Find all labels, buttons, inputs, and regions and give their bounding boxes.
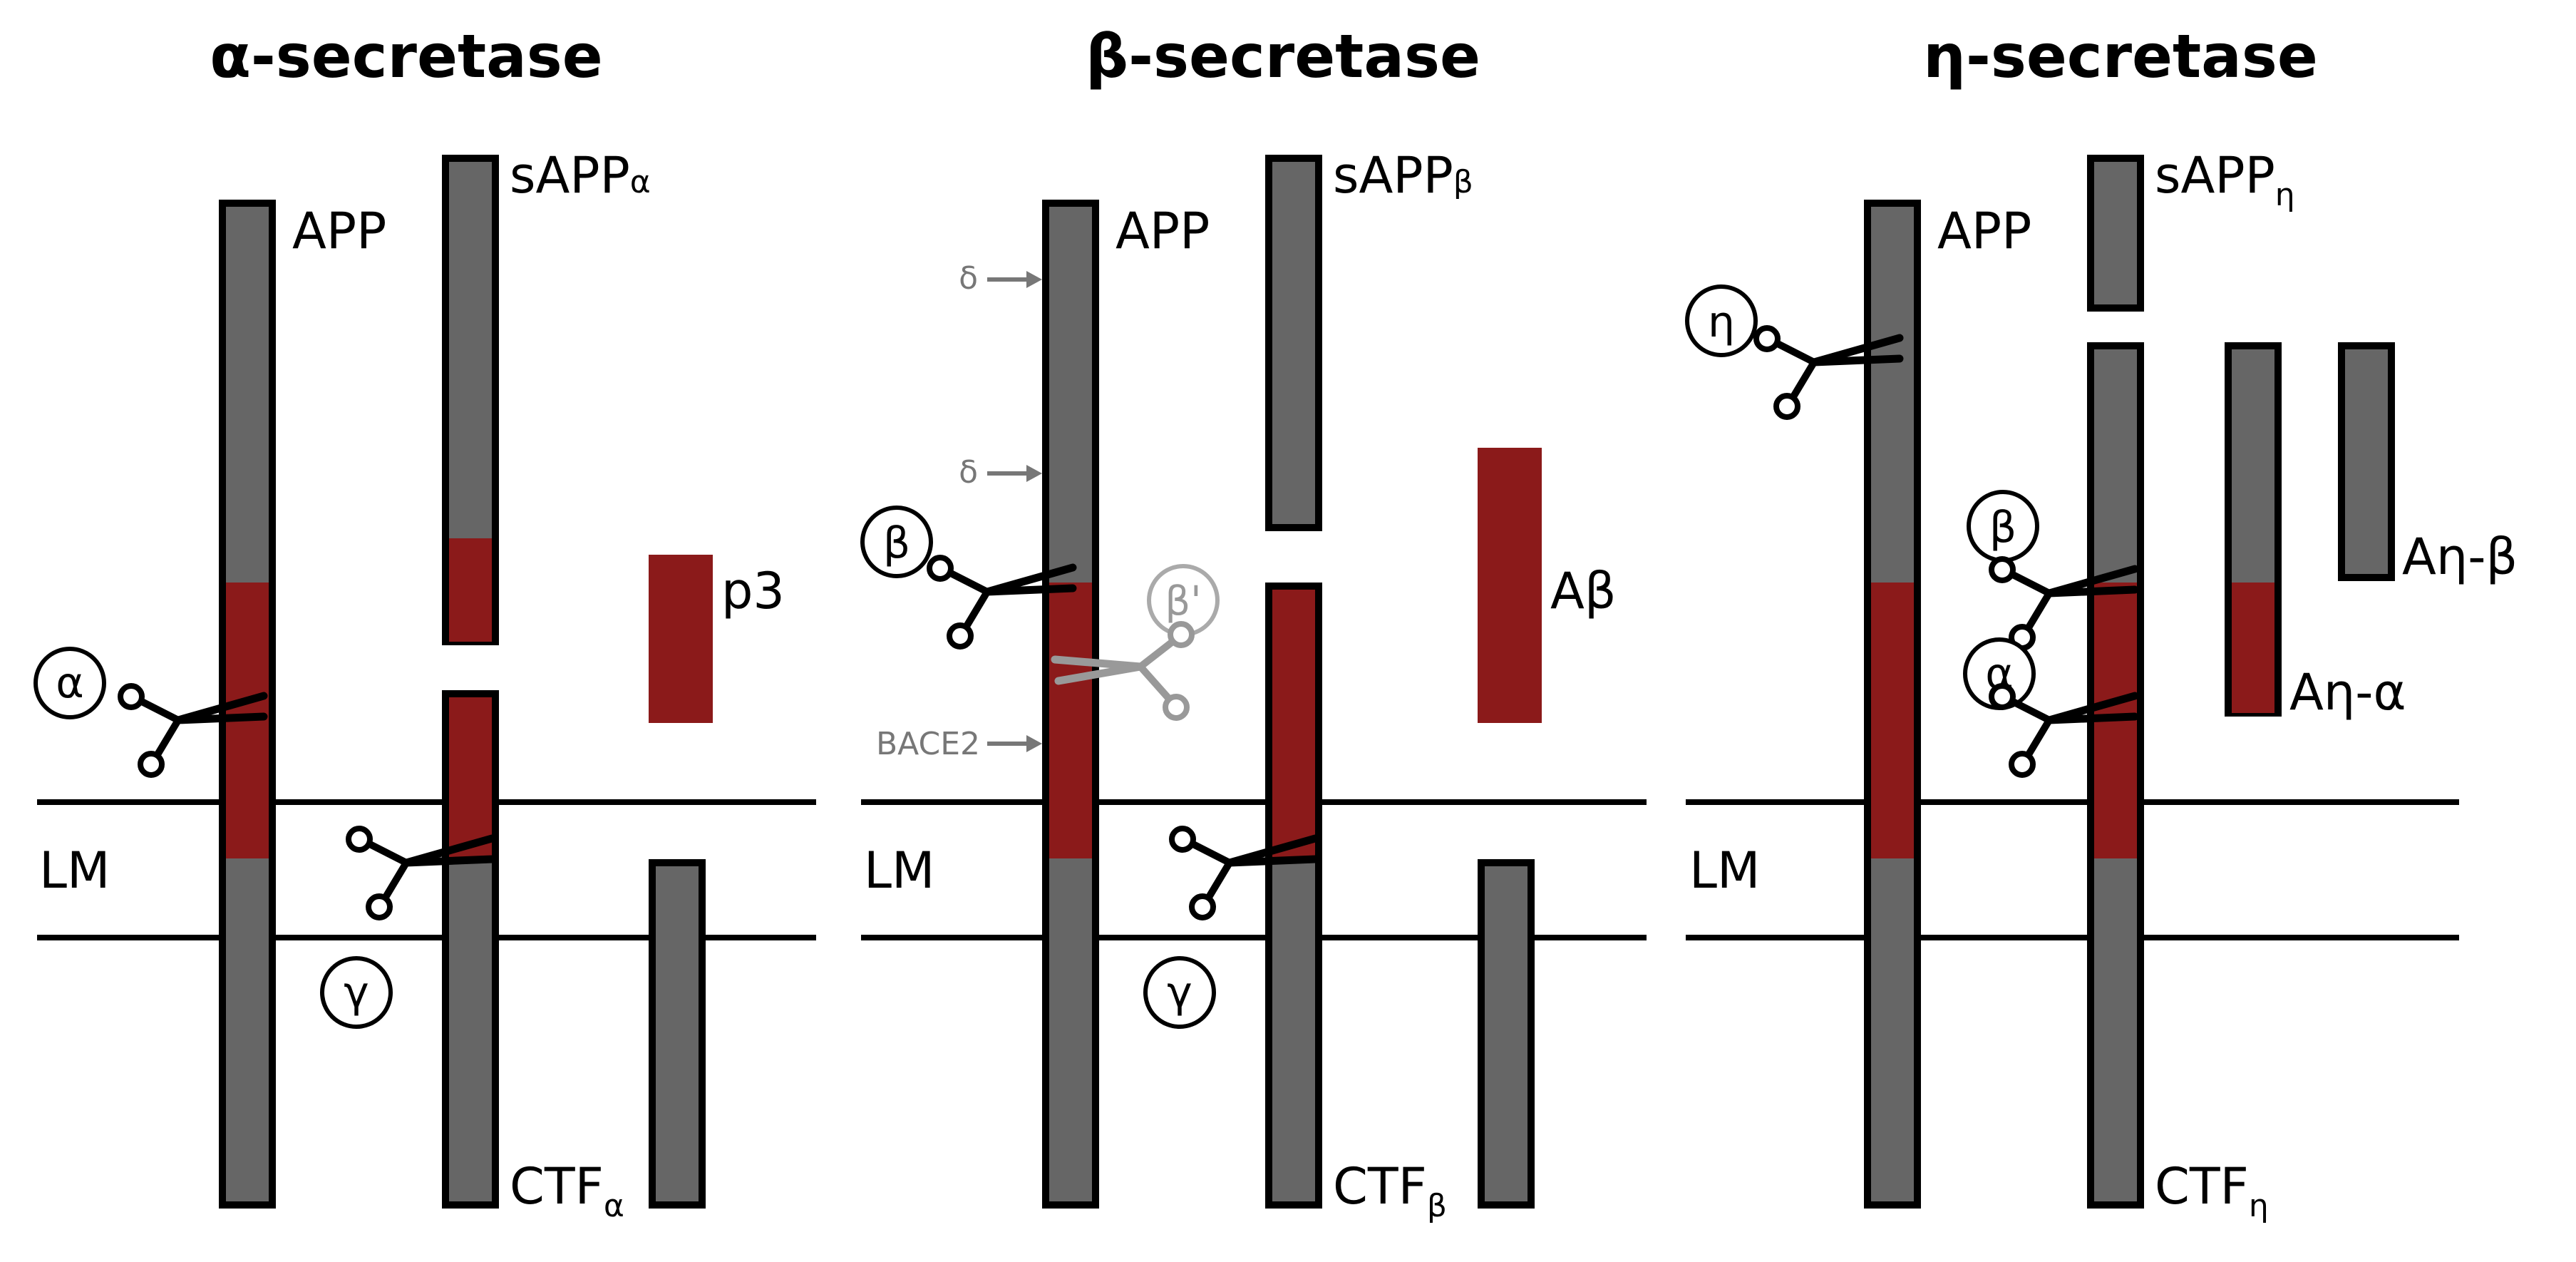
aeta-alpha-label: Aη-α — [2289, 663, 2406, 722]
ctf-label: CTFα — [510, 1157, 624, 1224]
aeta-beta-bar — [2338, 342, 2395, 581]
panel-alpha: α-secretase LM APP sAPPα CTFα p3 α γ — [34, 21, 816, 1224]
beta-enzyme-icon — [860, 506, 933, 578]
abeta-fragment — [1478, 448, 1542, 723]
svg-text:β: β — [1989, 503, 2016, 553]
sapp-label: sAPPβ — [1333, 146, 1473, 205]
abeta-region — [1049, 583, 1092, 858]
gamma-enzyme-icon — [320, 956, 393, 1029]
arrow-head-icon — [1026, 271, 1042, 288]
svg-text:η: η — [1708, 297, 1735, 347]
lm-label: LM — [1689, 841, 1760, 900]
aeta-alpha-red-region — [2232, 583, 2274, 713]
panel-eta: η-secretase LM APP sAPPη CTFη Aη-α Aη-β … — [1685, 21, 2518, 1224]
svg-text:γ: γ — [1167, 968, 1192, 1017]
ctf-red-region — [449, 697, 492, 858]
app-label: APP — [1937, 202, 2031, 260]
app-label: APP — [292, 202, 386, 260]
alpha-enzyme-icon — [34, 647, 106, 719]
gamma-enzyme-icon — [1143, 956, 1216, 1029]
sapp-red-region — [449, 538, 492, 642]
app-label: APP — [1116, 202, 1210, 260]
sapp-bar — [1265, 155, 1322, 531]
lm-label: LM — [864, 841, 934, 900]
abeta-label: Aβ — [1550, 562, 1617, 620]
lm-label: LM — [39, 841, 110, 900]
ctf-red-region — [1272, 590, 1315, 858]
sapp-label: sAPPα — [510, 146, 651, 205]
delta-site-2: δ — [959, 454, 978, 491]
eta-enzyme-icon — [1685, 284, 1758, 357]
p3-ctf-bar — [649, 859, 706, 1209]
delta-site-1: δ — [959, 260, 978, 297]
arrow-head-icon — [1026, 735, 1042, 752]
ctf-label: CTFβ — [1333, 1157, 1447, 1224]
panel-beta: β-secretase LM APP δ δ BACE2 sAPPβ CTFβ … — [860, 21, 1647, 1224]
panel-title: α-secretase — [210, 21, 603, 91]
panel-title: η-secretase — [1923, 21, 2318, 91]
abeta-region — [1871, 583, 1914, 858]
abeta-ctf-bar — [1478, 859, 1535, 1209]
bace2-site: BACE2 — [876, 726, 980, 762]
p3-fragment — [649, 555, 713, 723]
p3-label: p3 — [721, 562, 785, 620]
arrow-head-icon — [1026, 465, 1042, 482]
ctf-label: CTFη — [2155, 1157, 2269, 1224]
svg-text:γ: γ — [344, 968, 369, 1017]
sapp-bar — [2087, 155, 2144, 312]
svg-text:β: β — [883, 518, 910, 568]
panel-title: β-secretase — [1086, 21, 1480, 91]
svg-text:β': β' — [1165, 578, 1201, 625]
svg-text:α: α — [56, 658, 84, 708]
sapp-label: sAPPη — [2155, 146, 2295, 213]
aeta-beta-label: Aη-β — [2402, 528, 2518, 586]
